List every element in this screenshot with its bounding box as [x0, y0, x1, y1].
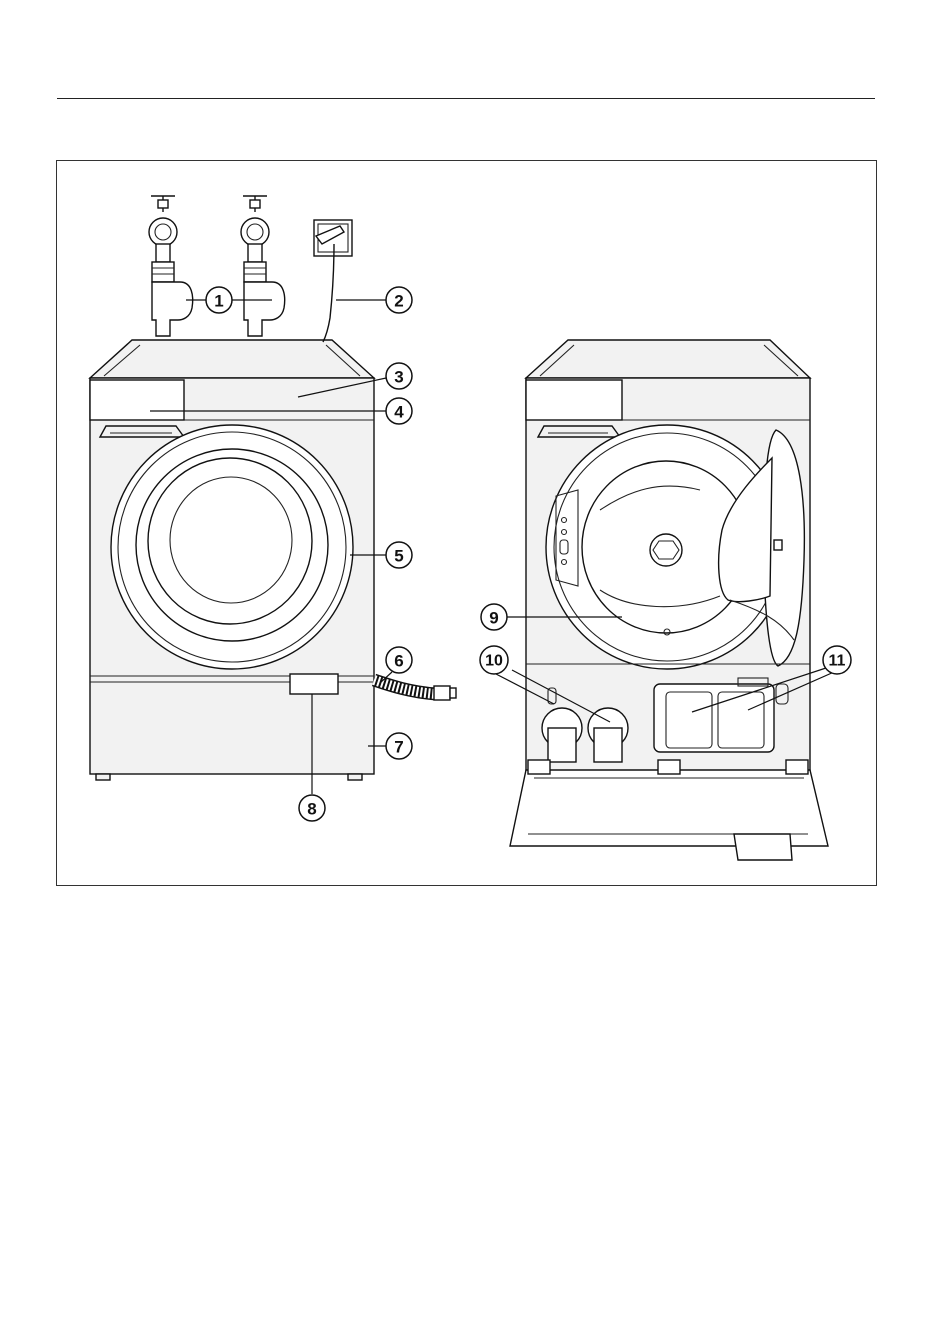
callout-6: 6 [386, 647, 412, 673]
svg-text:4: 4 [394, 403, 404, 422]
plinth-label [290, 674, 338, 694]
svg-text:6: 6 [394, 652, 403, 671]
callout-11: 11 [823, 646, 851, 674]
svg-text:5: 5 [394, 547, 403, 566]
callout-2: 2 [386, 287, 412, 313]
svg-text:1: 1 [214, 292, 223, 311]
callout-7: 7 [386, 733, 412, 759]
svg-text:11: 11 [829, 653, 846, 670]
lint-filter-housing [654, 684, 774, 752]
svg-text:3: 3 [394, 368, 403, 387]
callout-8: 8 [299, 795, 325, 821]
callout-10: 10 [480, 646, 508, 674]
left-machine [90, 340, 374, 780]
water-inlet-valve-1 [152, 282, 193, 336]
callout-4: 4 [386, 398, 412, 424]
right-machine [510, 340, 828, 860]
water-taps [149, 196, 285, 336]
water-inlet-valve-2 [244, 282, 285, 336]
svg-text:9: 9 [489, 609, 498, 628]
drain-hose [374, 680, 456, 700]
callout-5: 5 [386, 542, 412, 568]
svg-text:7: 7 [394, 738, 403, 757]
power-cable [323, 244, 334, 342]
callout-1: 1 [206, 287, 232, 313]
svg-text:10: 10 [485, 653, 503, 670]
svg-text:8: 8 [307, 800, 316, 819]
power-socket [314, 220, 352, 342]
callout-3: 3 [386, 363, 412, 389]
display-panel [90, 380, 184, 420]
svg-text:2: 2 [394, 292, 403, 311]
callout-9: 9 [481, 604, 507, 630]
